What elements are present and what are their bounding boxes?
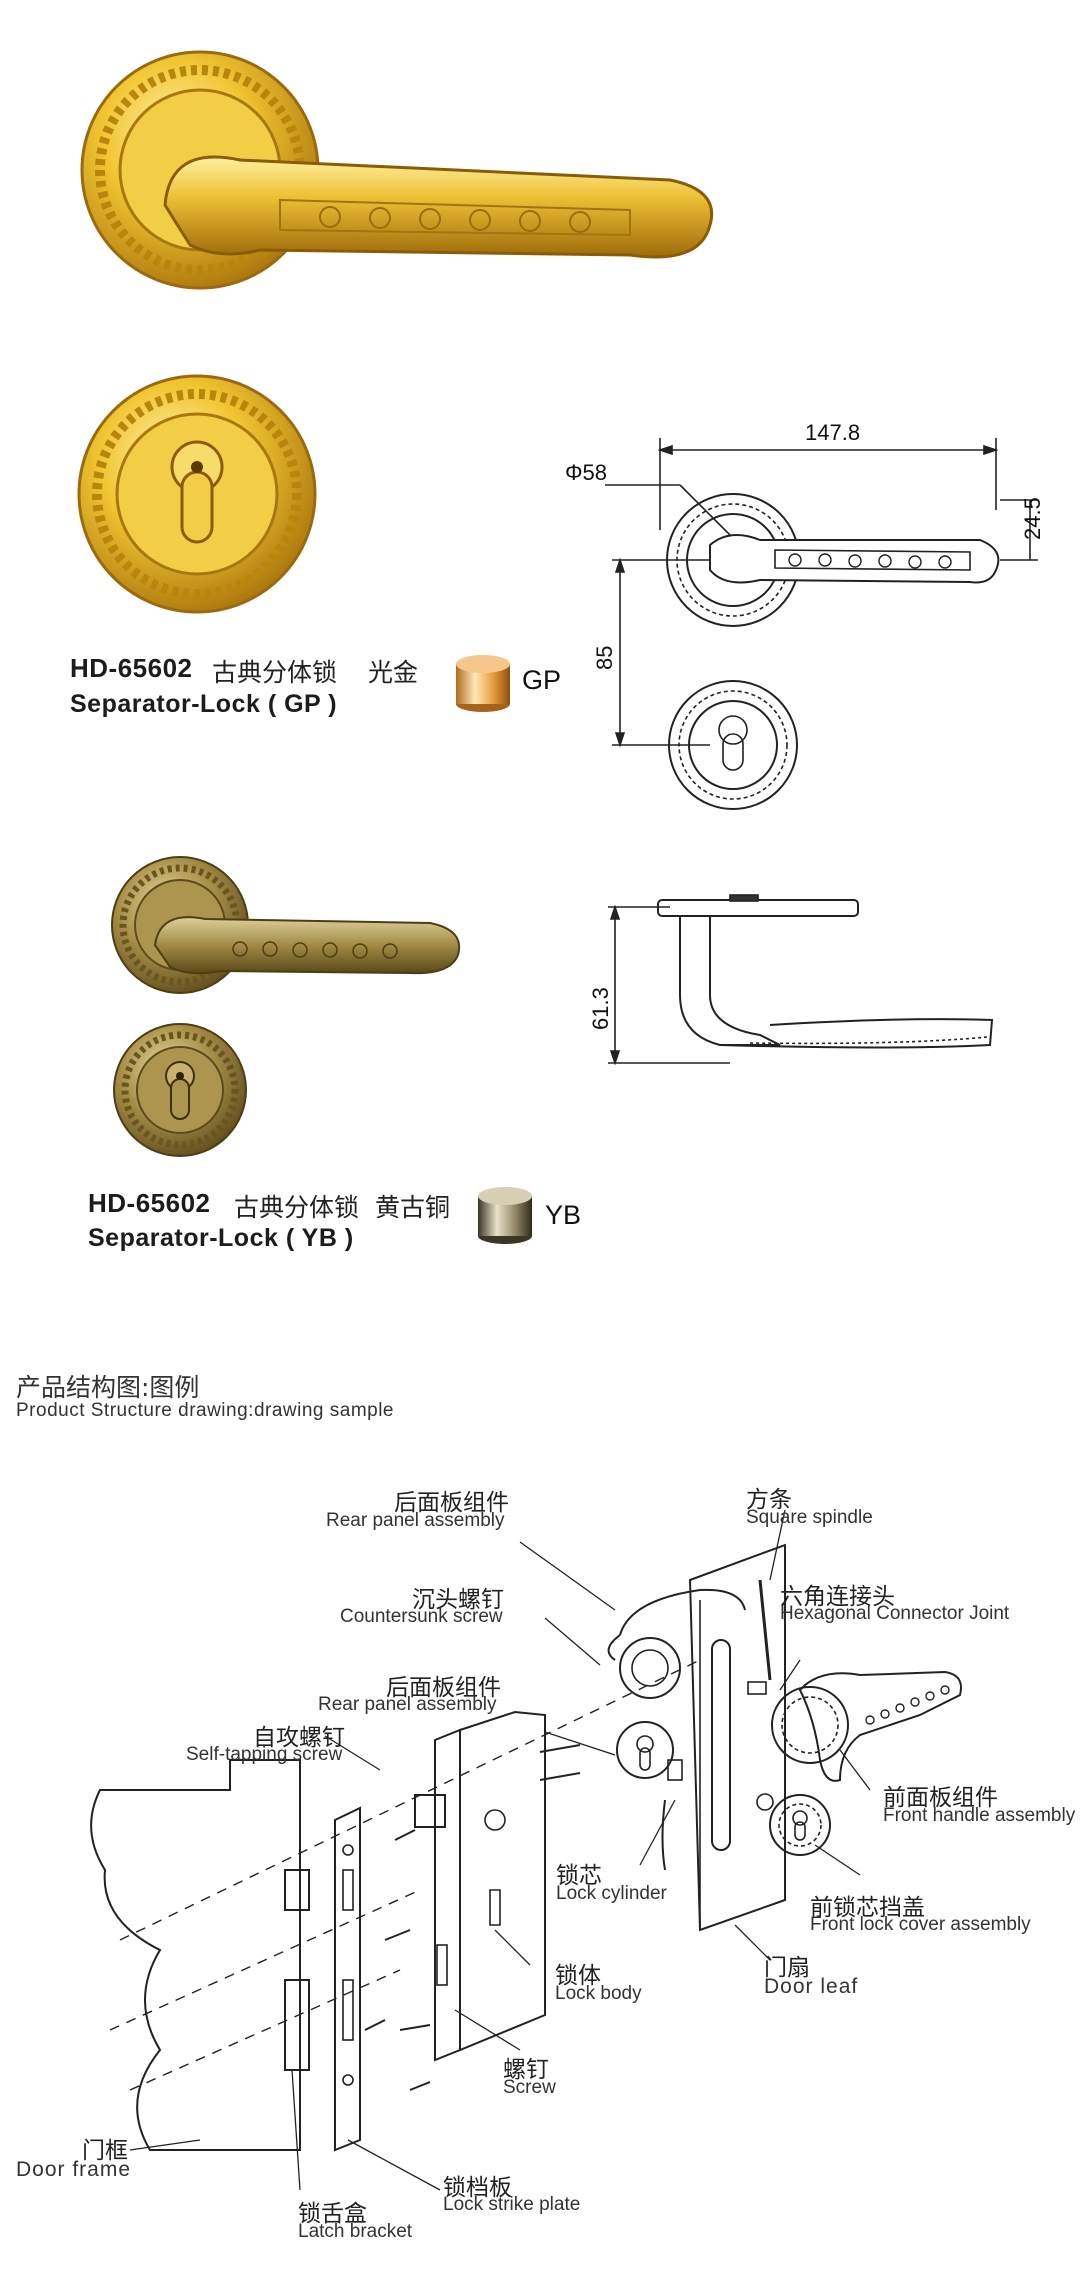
part-label-cn-13: 门框 (82, 2138, 128, 2164)
product-name-cn-yb: 古典分体锁 (234, 1193, 360, 1222)
part-label-en-3: Rear panel assembly (318, 1694, 497, 1715)
part-label-en-2: Countersunk screw (340, 1606, 503, 1627)
dim-spacing: 85 (592, 645, 617, 670)
part-label-en-13: Door frame (16, 2158, 132, 2181)
part-label-en-4: Self-tapping screw (186, 1744, 343, 1765)
part-label-en-6: Hexagonal Connector Joint (780, 1603, 1010, 1624)
part-label-en-15: Lock strike plate (443, 2194, 581, 2215)
part-label-cn-11: 门扇 (764, 1955, 810, 1981)
bronze-lever-handle-photo (111, 856, 461, 994)
dim-diameter: Φ58 (565, 460, 608, 485)
gp-finish-swatch (456, 655, 510, 712)
dimension-drawing-side (608, 894, 994, 1066)
yb-finish-code: YB (545, 1200, 582, 1230)
part-label-cn-1: 后面板组件 (394, 1490, 509, 1516)
product-finish-cn-gp: 光金 (368, 658, 419, 687)
part-label-cn-12: 螺钉 (503, 2057, 549, 2083)
part-label-en-8: Lock cylinder (556, 1883, 667, 1904)
product-name-en-yb: Separator-Lock ( YB ) (88, 1224, 354, 1252)
bronze-rose-escutcheon-photo (113, 1023, 247, 1157)
product-model-gp: HD-65602 (70, 653, 193, 683)
section-title-cn: 产品结构图:图例 (16, 1373, 200, 1402)
dim-height: 24.5 (1020, 497, 1045, 540)
part-label-cn-5: 方条 (746, 1487, 792, 1513)
dim-depth: 61.3 (588, 987, 613, 1030)
part-label-cn-2: 沉头螺钉 (412, 1587, 504, 1613)
part-label-cn-14: 锁舌盒 (298, 2201, 367, 2227)
product-name-en-gp: Separator-Lock ( GP ) (70, 690, 338, 718)
gold-rose-escutcheon-photo (77, 374, 317, 614)
part-label-cn-15: 锁档板 (443, 2175, 512, 2201)
part-label-en-1: Rear panel assembly (326, 1510, 505, 1531)
part-label-cn-8: 锁芯 (556, 1863, 602, 1889)
part-label-en-10: Lock body (555, 1983, 642, 2004)
product-name-cn-gp: 古典分体锁 (212, 658, 338, 687)
yb-finish-swatch (478, 1187, 532, 1244)
exploded-structure-diagram (90, 1509, 962, 2191)
part-label-cn-6: 六角连接头 (780, 1584, 895, 1610)
product-model-yb: HD-65602 (88, 1188, 211, 1218)
part-label-cn-3: 后面板组件 (386, 1675, 501, 1701)
part-label-en-9: Front lock cover assembly (810, 1914, 1031, 1935)
part-label-en-7: Front handle assembly (883, 1805, 1076, 1826)
part-label-en-14: Latch bracket (298, 2221, 413, 2242)
part-label-cn-10: 锁体 (555, 1963, 601, 1989)
part-label-cn-4: 自攻螺钉 (253, 1725, 345, 1751)
dimension-drawing-front (605, 438, 1038, 810)
section-title-en: Product Structure drawing:drawing sample (16, 1400, 395, 1421)
product-finish-cn-yb: 黄古铜 (375, 1193, 451, 1222)
part-label-en-12: Screw (503, 2077, 556, 2098)
dim-width: 147.8 (805, 420, 861, 445)
part-label-cn-9: 前锁芯挡盖 (810, 1895, 925, 1921)
gp-finish-code: GP (522, 665, 562, 695)
part-label-en-5: Square spindle (746, 1507, 873, 1528)
part-label-en-11: Door leaf (764, 1975, 859, 1998)
part-label-cn-7: 前面板组件 (883, 1785, 998, 1811)
gold-lever-handle-photo (80, 50, 713, 290)
